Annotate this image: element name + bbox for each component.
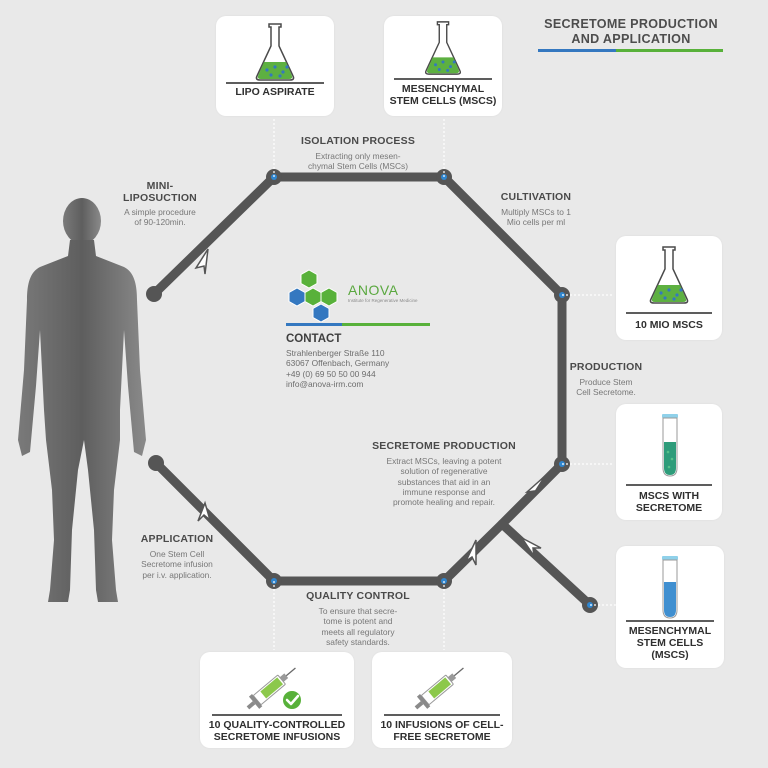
step-cultivation: CULTIVATION Multiply MSCs to 1 Mio cells… bbox=[484, 191, 588, 228]
card-label-line: SECRETOME bbox=[635, 502, 703, 514]
step-description: solution of regenerative bbox=[400, 466, 488, 477]
card-label-line: STEM CELLS bbox=[636, 637, 704, 649]
step-title: PRODUCTION bbox=[569, 361, 643, 373]
contact-divider-blue bbox=[286, 323, 342, 326]
step-description: Secretome infusion bbox=[141, 559, 213, 570]
step-description: Produce Stem bbox=[579, 377, 633, 387]
card-mesenchymal-top: MESENCHYMAL STEM CELLS (MSCS) bbox=[384, 16, 502, 116]
step-title: QUALITY CONTROL bbox=[306, 590, 410, 602]
card-label-line: (MSCS) bbox=[651, 649, 689, 661]
step-production: PRODUCTION Produce Stem Cell Secretome. bbox=[558, 361, 654, 398]
card-label-line: MSCS WITH bbox=[638, 490, 700, 502]
card-label-line: MESENCHYMAL bbox=[628, 625, 712, 637]
step-description: Mio cells per ml bbox=[506, 217, 566, 228]
card-lipo-aspirate: LIPO ASPIRATE bbox=[216, 16, 334, 116]
title-line-2: AND APPLICATION bbox=[571, 32, 691, 46]
step-description: tome is potent and bbox=[323, 616, 393, 627]
contact-heading: CONTACT bbox=[286, 333, 342, 345]
card-divider bbox=[384, 714, 500, 716]
card-divider bbox=[626, 484, 712, 486]
step-description: Multiply MSCs to 1 bbox=[501, 207, 571, 217]
step-quality-control: QUALITY CONTROL To ensure that secre- to… bbox=[298, 590, 418, 647]
card-label-line: 10 INFUSIONS OF CELL- bbox=[380, 719, 504, 731]
contact-block: CONTACT Strahlenberger Straße 110 63067 … bbox=[286, 333, 436, 390]
step-description: immune response and bbox=[402, 486, 486, 497]
card-infusions: 10 INFUSIONS OF CELL- FREE SECRETOME bbox=[372, 652, 512, 748]
step-title: MINI- bbox=[146, 180, 174, 192]
card-label-line: 10 QUALITY-CONTROLLED bbox=[208, 719, 346, 731]
card-label-line: FREE SECRETOME bbox=[393, 731, 491, 743]
card-label-line: SECRETOME INFUSIONS bbox=[213, 731, 341, 743]
card-divider bbox=[212, 714, 342, 716]
contact-phone: +49 (0) 69 50 50 00 944 bbox=[286, 368, 376, 379]
step-title: ISOLATION PROCESS bbox=[300, 135, 416, 147]
step-description: promote healing and repair. bbox=[393, 497, 495, 508]
step-description: chymal Stem Cells (MSCs) bbox=[307, 161, 409, 172]
card-label: 10 QUALITY-CONTROLLED SECRETOME INFUSION… bbox=[200, 719, 354, 743]
card-10-mio-mscs: 10 MIO MSCS bbox=[616, 236, 722, 340]
card-label: MESENCHYMAL STEM CELLS (MSCS) bbox=[384, 83, 502, 107]
page-title: SECRETOME PRODUCTION AND APPLICATION bbox=[528, 17, 734, 47]
syringe-check-icon bbox=[246, 667, 303, 711]
card-mscs-with-secretome: MSCS WITH SECRETOME bbox=[616, 404, 722, 520]
card-label-line: STEM CELLS (MSCS) bbox=[389, 95, 497, 107]
card-label: 10 INFUSIONS OF CELL- FREE SECRETOME bbox=[372, 719, 512, 743]
anova-logo-icon bbox=[288, 269, 338, 322]
logo-subtitle: Institute for Regenerative Medicine bbox=[348, 298, 418, 303]
title-underline-green bbox=[616, 49, 723, 52]
step-description: Extract MSCs, leaving a potent bbox=[386, 456, 502, 466]
card-mesenchymal-tube: MESENCHYMAL STEM CELLS (MSCS) bbox=[616, 546, 724, 668]
title-underline-blue bbox=[538, 49, 616, 52]
human-silhouette bbox=[18, 198, 146, 602]
step-description: safety standards. bbox=[326, 636, 390, 647]
card-label: MESENCHYMAL STEM CELLS (MSCS) bbox=[616, 625, 724, 661]
syringe-icon bbox=[414, 667, 464, 710]
step-description: A simple procedure bbox=[124, 207, 196, 217]
card-divider bbox=[226, 82, 324, 84]
step-mini-liposuction: MINI- LIPOSUCTION A simple procedure of … bbox=[110, 180, 210, 228]
step-application: APPLICATION One Stem Cell Secretome infu… bbox=[126, 533, 228, 580]
test-tube-icon bbox=[662, 414, 678, 477]
step-title: CULTIVATION bbox=[500, 191, 572, 203]
card-quality-controlled: 10 QUALITY-CONTROLLED SECRETOME INFUSION… bbox=[200, 652, 354, 748]
card-divider bbox=[394, 78, 492, 80]
card-divider bbox=[626, 312, 712, 314]
step-description: per i.v. application. bbox=[142, 569, 212, 580]
title-line-1: SECRETOME PRODUCTION bbox=[544, 17, 718, 31]
step-title: APPLICATION bbox=[140, 533, 214, 545]
step-title: SECRETOME PRODUCTION bbox=[372, 440, 516, 452]
test-tube-icon bbox=[662, 556, 678, 619]
contact-street: Strahlenberger Straße 110 bbox=[286, 348, 385, 358]
card-divider bbox=[626, 620, 714, 622]
step-secretome-production: SECRETOME PRODUCTION Extract MSCs, leavi… bbox=[362, 440, 526, 507]
card-label: 10 MIO MSCS bbox=[635, 319, 703, 331]
step-description: of 90-120min. bbox=[134, 217, 186, 228]
flask-icon bbox=[255, 23, 295, 81]
step-description: Cell Secretome. bbox=[576, 387, 636, 398]
step-isolation-process: ISOLATION PROCESS Extracting only mesen-… bbox=[282, 135, 434, 172]
step-description: One Stem Cell bbox=[149, 549, 205, 559]
step-description: Extracting only mesen- bbox=[315, 151, 401, 161]
contact-email[interactable]: info@anova-irm.com bbox=[286, 379, 364, 390]
flask-icon bbox=[424, 21, 462, 75]
step-description: To ensure that secre- bbox=[318, 606, 398, 616]
contact-divider-green bbox=[342, 323, 430, 326]
step-title: LIPOSUCTION bbox=[123, 192, 197, 204]
card-label-line: MESENCHYMAL bbox=[401, 83, 485, 95]
logo-name: ANOVA bbox=[348, 282, 399, 298]
contact-city: 63067 Offenbach, Germany bbox=[286, 358, 390, 369]
card-label: LIPO ASPIRATE bbox=[235, 86, 315, 98]
step-description: substances that aid in an bbox=[397, 476, 491, 487]
card-label: MSCS WITH SECRETOME bbox=[616, 490, 722, 514]
step-description: meets all regulatory bbox=[321, 626, 395, 637]
flask-icon bbox=[649, 246, 689, 304]
arrow-marker bbox=[194, 248, 209, 275]
